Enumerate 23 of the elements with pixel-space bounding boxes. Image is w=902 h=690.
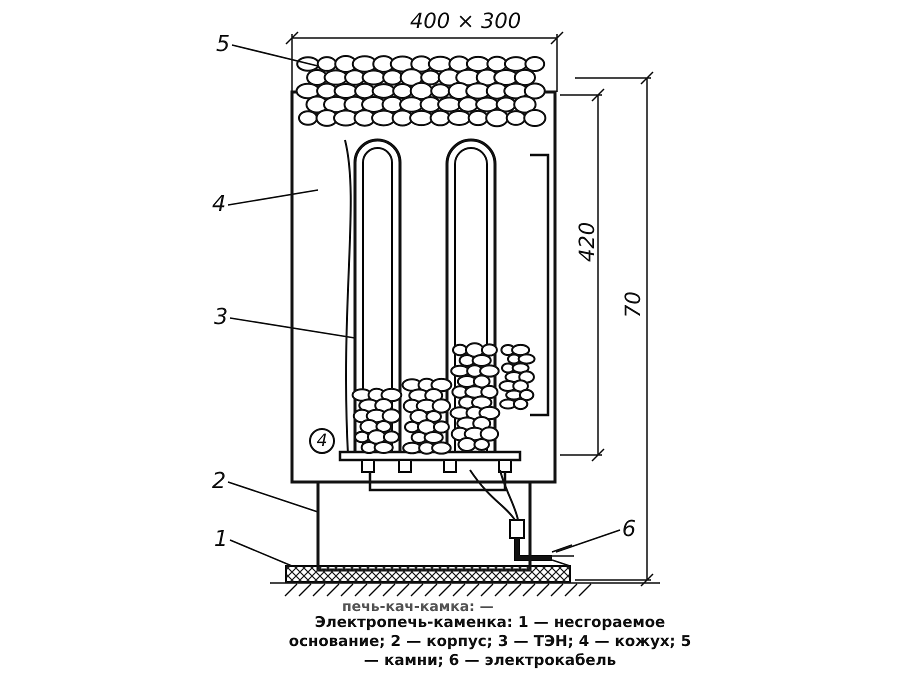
callout-number: 4 <box>212 193 226 217</box>
callout-number: 6 <box>622 518 636 542</box>
leader-line <box>230 317 356 339</box>
base-plate <box>285 565 571 583</box>
callout-number: 4 <box>309 428 335 454</box>
dimension-label: 420 <box>576 222 598 262</box>
heating-element-drawing <box>338 138 522 492</box>
leader-line <box>228 189 318 206</box>
callout-number: 2 <box>212 470 226 494</box>
stones-drawing <box>296 54 546 128</box>
dimension-label: 70 <box>622 291 644 318</box>
cable-drawing <box>469 469 575 567</box>
leader-line <box>230 539 292 567</box>
callout-number: 3 <box>214 306 228 330</box>
leader-line <box>228 481 318 513</box>
caption: Электропечь-каменка: 1 — несгораемое основание; 2 — корпус; 3 — ТЭН; 4 — кожух; 5 — камни; 6 — электрокабель <box>288 613 692 670</box>
dimension-label: 400 × 300 <box>410 10 522 32</box>
caption-fragment: печь-кач-камка: — <box>342 598 494 616</box>
callout-number: 5 <box>216 33 230 57</box>
leader-line <box>556 529 620 553</box>
casing-outline <box>290 90 556 492</box>
callout-number: 1 <box>214 528 228 552</box>
leader-line <box>232 44 318 67</box>
